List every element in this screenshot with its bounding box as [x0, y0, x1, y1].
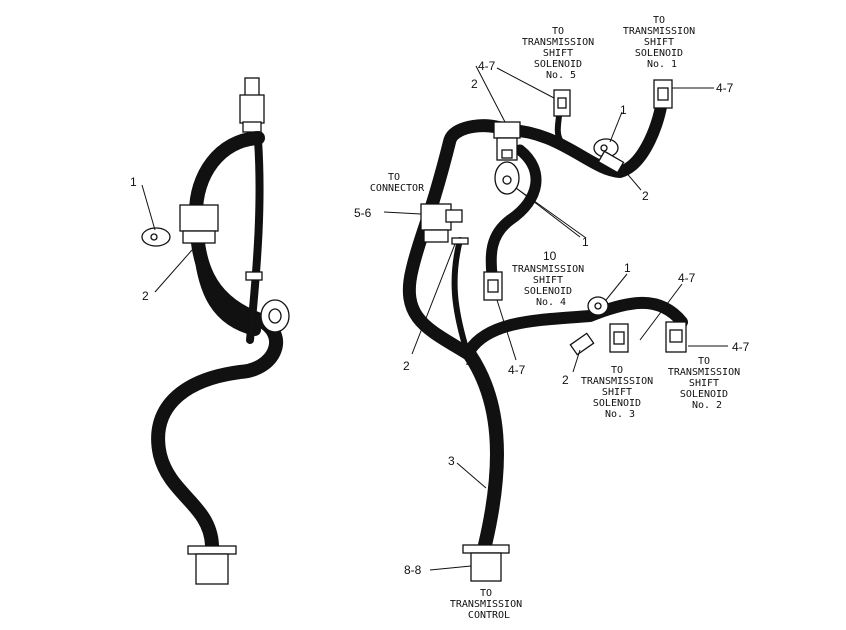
callout-2-sol1: 2 [642, 189, 649, 203]
callout-4-7-sol2: 4-7 [732, 340, 750, 354]
label-solenoid-1: TO TRANSMISSION SHIFT SOLENOID No. 1 [623, 15, 701, 70]
callout-1-sol3: 1 [624, 261, 631, 275]
callout-2-sol3: 2 [562, 373, 569, 387]
callout-2-top: 2 [471, 77, 478, 91]
right-harness-view: 2 4-7 1 2 4-7 1 5-6 10 2 4-7 1 2 4-7 4-7… [354, 15, 750, 621]
callout-4-7-sol4: 4-7 [508, 363, 526, 377]
connector-to-control [462, 544, 510, 582]
label-transmission-control: TO TRANSMISSION CONTROL [450, 588, 528, 621]
label-solenoid-2: TO TRANSMISSION SHIFT SOLENOID No. 2 [668, 356, 746, 411]
callout-4-7-sol1: 4-7 [716, 81, 734, 95]
label-solenoid-3: TO TRANSMISSION SHIFT SOLENOID No. 3 [581, 365, 659, 420]
callout-2-connector: 2 [403, 359, 410, 373]
left-clamp [179, 204, 219, 232]
left-callout-1: 1 [130, 175, 137, 189]
clamp-top [493, 121, 521, 139]
left-bottom-connector [187, 545, 237, 585]
left-top-connector [239, 77, 265, 140]
left-harness-view: 1 2 [130, 77, 290, 585]
label-solenoid-5: TO TRANSMISSION SHIFT SOLENOID No. 5 [522, 26, 600, 81]
callout-4-7-sol3: 4-7 [678, 271, 696, 285]
left-callout-2: 2 [142, 289, 149, 303]
connector-to-connector [420, 203, 469, 245]
label-solenoid-4: TRANSMISSION SHIFT SOLENOID No. 4 [512, 264, 590, 308]
callout-1-sol1: 1 [620, 103, 627, 117]
callout-5-6: 5-6 [354, 206, 372, 220]
callout-1-mount: 1 [582, 235, 589, 249]
callout-3: 3 [448, 454, 455, 468]
callout-4-7-sol5: 4-7 [478, 59, 496, 73]
callout-10: 10 [543, 249, 557, 263]
callout-8-8: 8-8 [404, 563, 422, 577]
label-to-connector: TO CONNECTOR [370, 172, 425, 194]
